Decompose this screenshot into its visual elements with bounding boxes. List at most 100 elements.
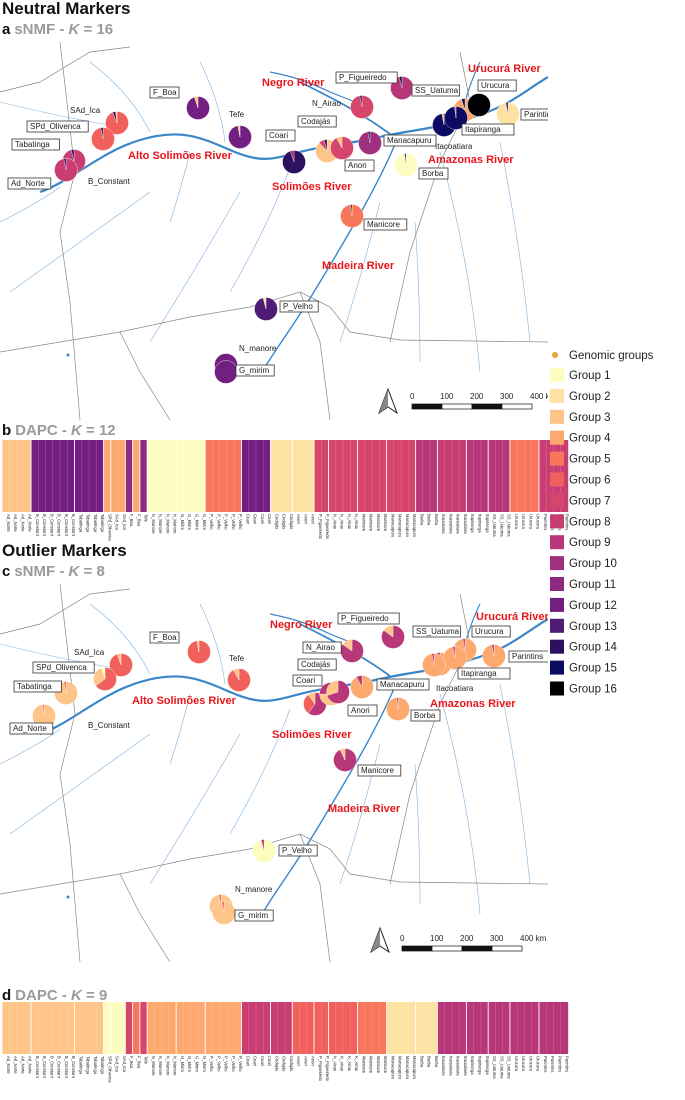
dapc-sample-label: Ad_Norte (20, 514, 25, 532)
pie-slice (350, 204, 353, 217)
pie-slice (260, 839, 265, 852)
dapc-sample-label: Borba (434, 514, 439, 526)
river-label: Urucurá River (468, 63, 541, 75)
legend-item-label: Group 11 (569, 579, 616, 591)
site-label-text: Borba (414, 711, 436, 720)
tributary-line (0, 728, 61, 765)
dapc-sample-label: Urucura (528, 514, 533, 530)
legend-item-label: Group 9 (569, 537, 611, 549)
dapc-sample-label: Codajás (289, 514, 294, 529)
north-arrow-icon (369, 926, 391, 954)
dapc-bar-segment (509, 440, 540, 512)
site-pie-itapiranga (443, 646, 467, 670)
legend-title: Genomic groups (569, 350, 654, 362)
site-label-box (457, 667, 511, 680)
border-line (0, 588, 131, 635)
dapc-sample-label: N_Airao (354, 1056, 359, 1072)
dapc-sample-label: Manicore (361, 1056, 366, 1074)
dapc-sample-label: Itapiranga (485, 514, 490, 533)
dapc-bar-segment (270, 1002, 293, 1054)
dapc-sample-label: Itapiranga (470, 1056, 475, 1075)
site-label-g_mirim: G_mirim (235, 364, 275, 377)
legend-swatch (550, 514, 564, 529)
site-label-spd_olivenca: SPd_Olivenca (26, 120, 89, 133)
site-label-text: P_Figueiredo (341, 614, 389, 623)
site-label-text: Manicore (367, 220, 400, 229)
site-label-box (520, 108, 548, 121)
dapc-sample-label: F_Boa (129, 1056, 134, 1069)
tributary-line (149, 733, 241, 885)
site-label-f_boa: F_Boa (149, 631, 180, 644)
river-label: Alto Solimões River (132, 695, 237, 707)
site-pie-parintins (496, 102, 520, 126)
site-label-text: G_mirim (239, 366, 270, 375)
pie-slice (70, 149, 75, 162)
dapc-sample-label: SS_Uatuma (507, 514, 512, 537)
site-label-tabatinga: Tabatinga (13, 680, 62, 693)
legend-swatch (550, 556, 564, 571)
scale-label: 100 (430, 934, 444, 943)
dapc-bar-segment (103, 1002, 112, 1054)
dapc-sample-label: Anori (303, 514, 308, 524)
dapc-sample-label: Urucura (514, 1056, 519, 1072)
pie-slice (117, 653, 122, 666)
pie-slice (237, 125, 241, 138)
pie-slice (323, 139, 328, 152)
dapc-bar-segment (270, 440, 293, 512)
dapc-sample-label: Manacapuru (390, 514, 395, 538)
pie-slice (441, 113, 445, 126)
panel-b-letter: b (2, 422, 11, 439)
dapc-sample-label: Ad_Norte (6, 514, 11, 532)
dapc-bar-segment (132, 440, 141, 512)
dapc-sample-label: P_Velho (224, 514, 229, 530)
site-label-text: SS_Uatuma (415, 86, 459, 95)
dapc-sample-label: N_Manore (173, 1056, 178, 1076)
legend-item-label: Group 13 (569, 621, 617, 633)
site-label-text: Itapiranga (465, 125, 501, 134)
dapc-bar-segment (328, 440, 358, 512)
site-label-box (471, 625, 511, 638)
dapc-sample-label: Tabatinga (86, 514, 91, 533)
site-label-manacapuru: Manacapuru (376, 678, 430, 691)
dapc-sample-label: P_Figueiredo (318, 514, 323, 540)
site-label-n_airao: N_Airao (302, 641, 342, 654)
dapc-sample-label: SS_Uatuma (499, 514, 504, 537)
site-label-anori: Anori (347, 704, 378, 717)
scale-segment (441, 403, 473, 410)
site-label-text: Anori (351, 706, 370, 715)
site-label-box (337, 612, 400, 625)
dapc-sample-label: Codajás (274, 1056, 279, 1071)
site-label-box (279, 300, 319, 313)
pie-slice (505, 102, 509, 115)
dapc-bar-segment (437, 440, 467, 512)
dapc-sample-label: Tabatinga (93, 1056, 98, 1075)
dapc-sample-label: G_Mirim (202, 514, 207, 530)
site-pie-borba (394, 153, 418, 177)
dapc-sample-label: Coari (260, 1056, 265, 1066)
dapc-bar-segment (103, 440, 112, 512)
pie-slice (359, 95, 363, 108)
scale-label: 400 km (530, 392, 557, 401)
site-label-p_figueiredo: P_Figueiredo (337, 612, 400, 625)
panel-c-letter: c (2, 563, 10, 580)
scale-label: 100 (440, 392, 454, 401)
dapc-bar-segment (386, 440, 416, 512)
dapc-sample-label: SS_Uatuma (499, 1056, 504, 1079)
site-label-text: Itacoatiara (435, 142, 473, 151)
site-label-box (411, 84, 460, 97)
site-label-sad_ica: SAd_Ica (70, 106, 101, 115)
scale-segment (411, 403, 443, 410)
site-label-box (149, 631, 180, 644)
site-label-itacoatiara: Itacoatiara (436, 684, 474, 693)
panel-b-k: K (71, 422, 83, 439)
scale-label: 400 km (520, 934, 547, 943)
tributary-line (89, 61, 151, 133)
site-label-text: F_Boa (153, 88, 177, 97)
site-label-p_velho: P_Velho (278, 844, 318, 857)
pie-slice (233, 668, 240, 681)
pie-slice (290, 150, 295, 163)
dapc-sample-label: Coari (267, 514, 272, 524)
